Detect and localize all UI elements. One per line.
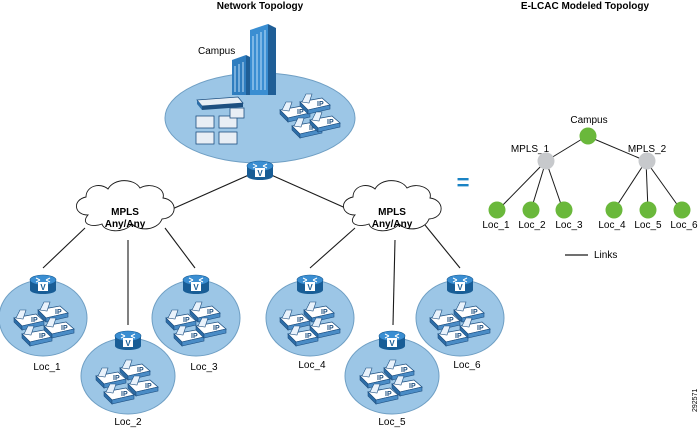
campus-building-icon <box>232 24 276 95</box>
elcac-leaf-node-6 <box>673 201 691 219</box>
elcac-root-node <box>579 127 597 145</box>
elcac-leaf-node-5 <box>639 201 657 219</box>
elcac-hub-label-2: MPLS_2 <box>628 144 667 155</box>
svg-text:V: V <box>307 283 313 292</box>
elcac-leaf-label-1: Loc_1 <box>482 220 510 231</box>
network-links <box>42 169 461 326</box>
elcac-leaf-label-4: Loc_4 <box>598 220 626 231</box>
elcac-leaf-label-2: Loc_2 <box>518 220 546 231</box>
location-site-5: V <box>344 330 440 415</box>
location-label-3: Loc_3 <box>190 362 218 373</box>
location-label-6: Loc_6 <box>453 360 481 371</box>
elcac-leaf-node-3 <box>555 201 573 219</box>
elcac-leaf-node-4 <box>605 201 623 219</box>
network-topology-title: Network Topology <box>217 1 304 12</box>
mpls-cloud-right-line1: MPLS <box>378 207 406 218</box>
elcac-topology-title: E-LCAC Modeled Topology <box>521 1 650 12</box>
location-label-5: Loc_5 <box>378 417 406 428</box>
location-label-2: Loc_2 <box>114 417 142 428</box>
location-site-1: V <box>0 274 88 357</box>
elcac-leaf-label-6: Loc_6 <box>670 220 698 231</box>
elcac-hub-node-1 <box>537 152 555 170</box>
equals-sign: = <box>457 170 470 195</box>
mpls-cloud-left: MPLS Any/Any <box>76 180 175 232</box>
campus-router-icon: V <box>246 160 274 181</box>
elcac-leaf-node-2 <box>522 201 540 219</box>
svg-text:V: V <box>389 339 395 348</box>
elcac-leaf-label-5: Loc_5 <box>634 220 662 231</box>
campus-server-icons <box>195 107 245 145</box>
location-site-4: V <box>265 274 355 357</box>
mpls-cloud-right-line2: Any/Any <box>372 219 413 230</box>
campus-switch-icon <box>196 96 244 110</box>
elcac-root-label: Campus <box>570 115 607 126</box>
location-label-4: Loc_4 <box>298 360 326 371</box>
location-site-3: V <box>151 274 241 357</box>
svg-text:V: V <box>257 169 263 178</box>
svg-text:V: V <box>193 283 199 292</box>
location-site-6: V <box>415 274 505 357</box>
svg-text:V: V <box>457 283 463 292</box>
elcac-leaf-node-1 <box>488 201 506 219</box>
campus-label: Campus <box>198 46 235 57</box>
campus-site: Campus V <box>164 24 356 181</box>
elcac-leaf-label-3: Loc_3 <box>555 220 583 231</box>
mpls-cloud-left-line1: MPLS <box>111 207 139 218</box>
elcac-hub-node-2 <box>638 152 656 170</box>
location-label-1: Loc_1 <box>33 362 61 373</box>
mpls-cloud-left-line2: Any/Any <box>105 219 146 230</box>
location-site-2: V <box>80 330 176 415</box>
elcac-hub-label-1: MPLS_1 <box>511 144 550 155</box>
svg-text:V: V <box>40 283 46 292</box>
mpls-cloud-right: MPLS Any/Any <box>343 180 442 232</box>
figure-id: 292571 <box>692 389 699 412</box>
svg-text:V: V <box>125 339 131 348</box>
links-legend-label: Links <box>594 250 617 261</box>
